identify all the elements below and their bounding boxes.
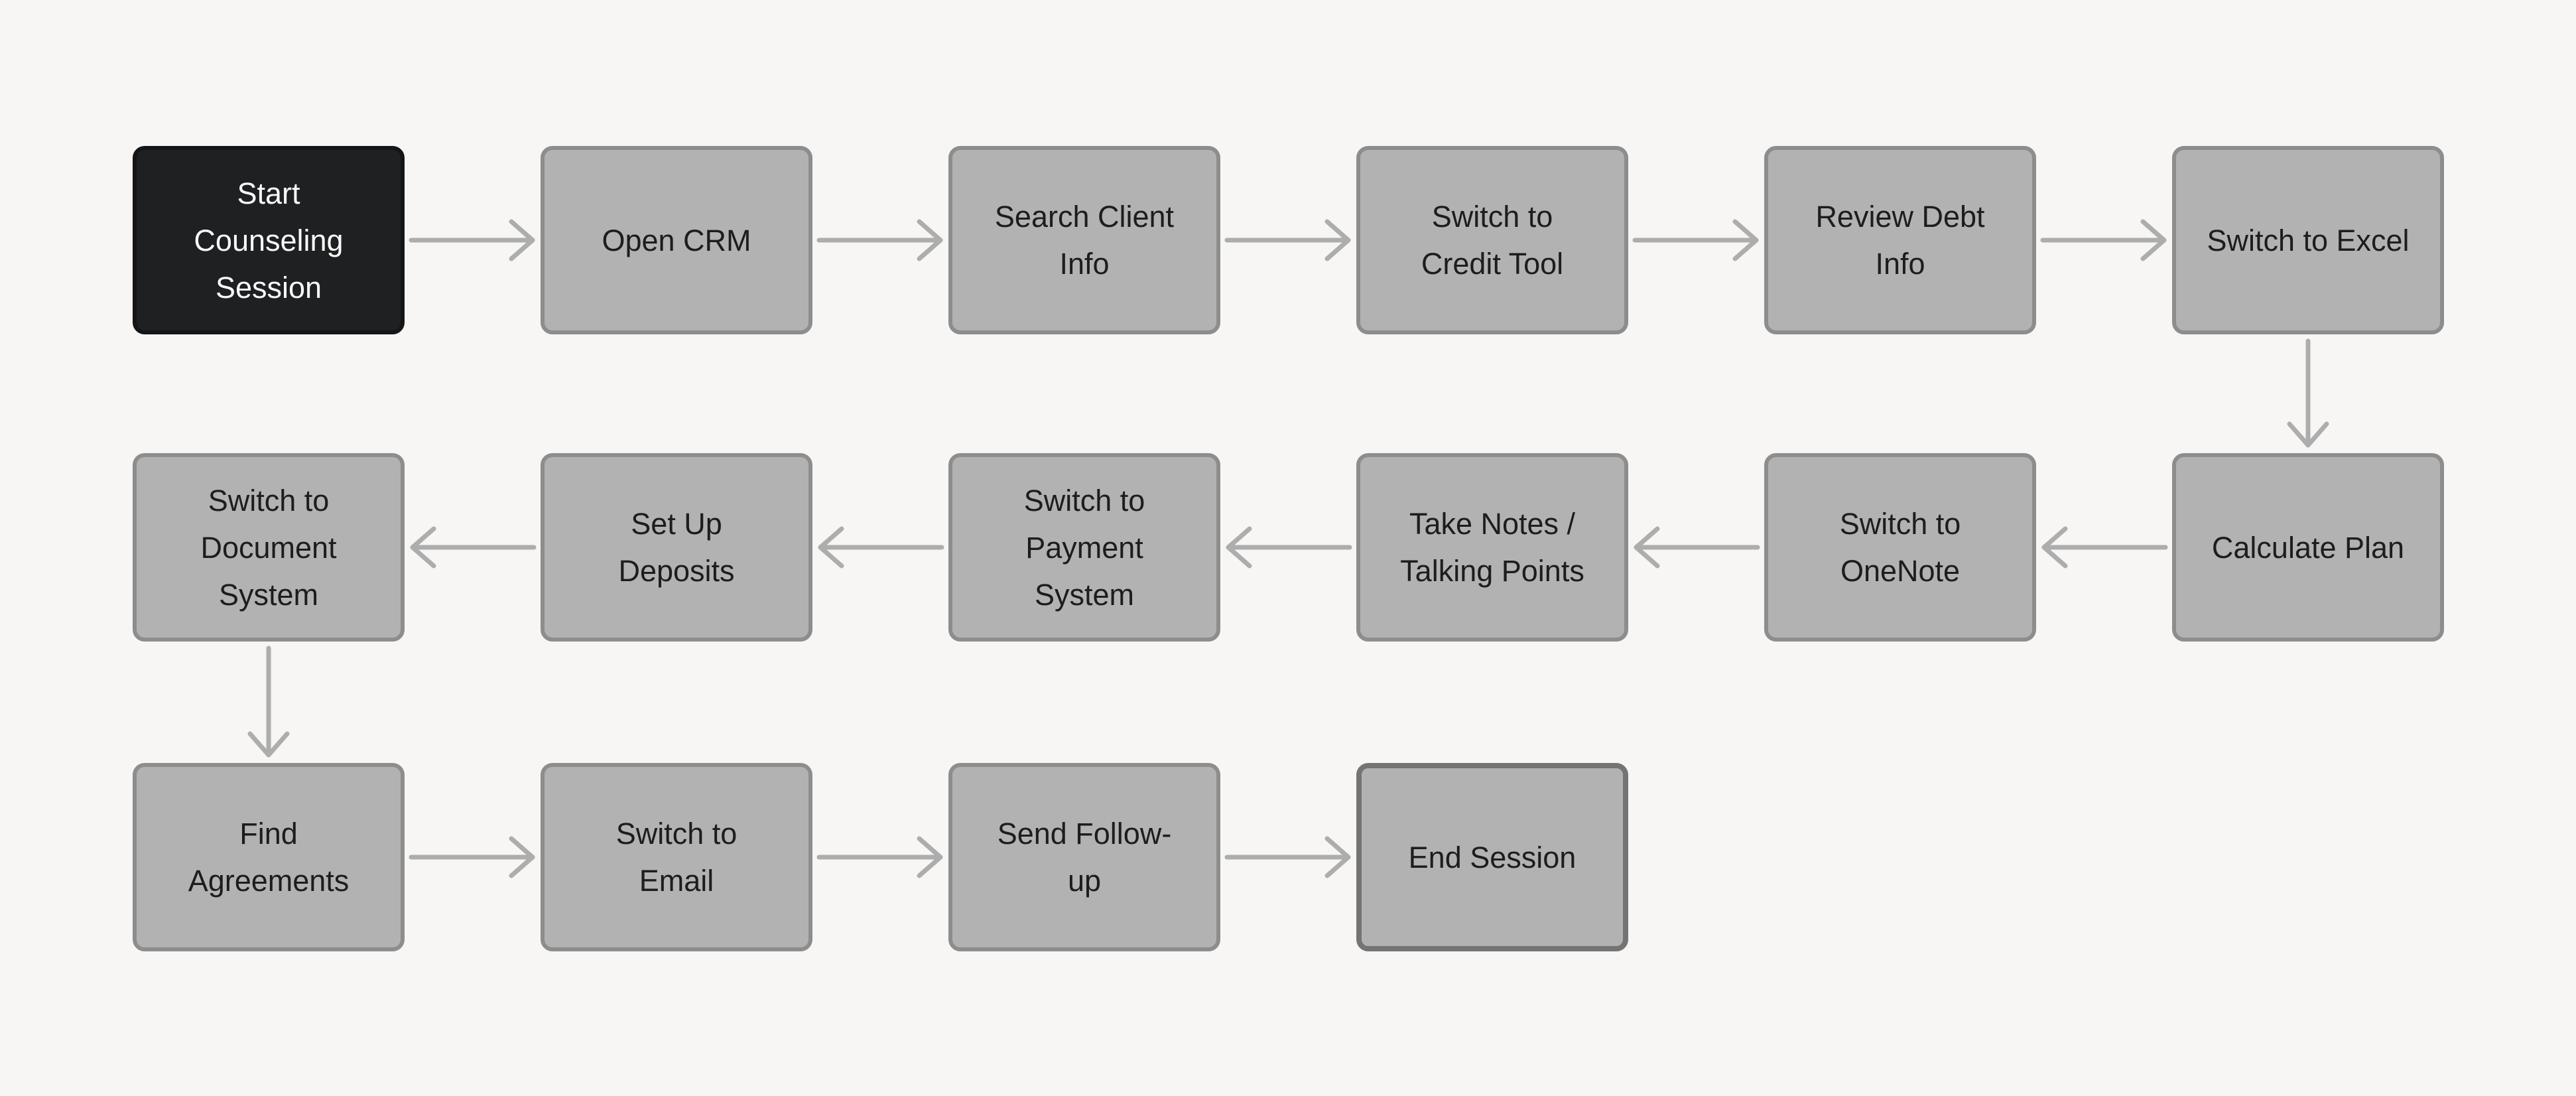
node-label: Switch to Payment System [1023, 483, 1145, 612]
node-label: Switch to Document System [200, 483, 337, 612]
arrow-review-debt-info-to-switch-to-excel [2040, 219, 2167, 261]
arrow-switch-to-document-system-to-find-agreements [247, 646, 290, 758]
node-label: Find Agreements [188, 817, 350, 898]
arrow-calculate-plan-to-switch-to-onenote [2041, 526, 2168, 569]
node-switch-to-email: Switch to Email [541, 763, 812, 951]
node-label: Calculate Plan [2211, 530, 2405, 565]
arrow-switch-to-payment-system-to-set-up-deposits [818, 526, 944, 569]
node-label: Open CRM [602, 223, 751, 257]
node-label: Set Up Deposits [618, 507, 735, 588]
node-take-notes-talking-points: Take Notes / Talking Points [1356, 453, 1628, 642]
node-label: Start Counseling Session [194, 176, 344, 305]
node-label: Send Follow-up [997, 817, 1172, 898]
arrow-open-crm-to-search-client-info [816, 219, 943, 261]
node-start-counseling-session: Start Counseling Session [133, 146, 405, 334]
node-find-agreements: Find Agreements [133, 763, 405, 951]
arrow-start-counseling-session-to-open-crm [409, 219, 535, 261]
node-switch-to-document-system: Switch to Document System [133, 453, 405, 642]
arrow-search-client-info-to-switch-to-credit-tool [1224, 219, 1351, 261]
node-label: Switch to Excel [2207, 223, 2410, 257]
node-switch-to-excel: Switch to Excel [2172, 146, 2444, 334]
node-switch-to-onenote: Switch to OneNote [1764, 453, 2036, 642]
node-label: Switch to Credit Tool [1421, 200, 1564, 281]
node-open-crm: Open CRM [541, 146, 812, 334]
arrow-take-notes-talking-points-to-switch-to-payment-system [1226, 526, 1352, 569]
node-send-follow-up: Send Follow-up [948, 763, 1220, 951]
arrow-switch-to-credit-tool-to-review-debt-info [1632, 219, 1759, 261]
arrow-switch-to-email-to-send-follow-up [816, 836, 943, 878]
node-label: Review Debt Info [1815, 200, 1985, 281]
node-switch-to-payment-system: Switch to Payment System [948, 453, 1220, 642]
node-label: Search Client Info [994, 200, 1175, 281]
node-calculate-plan: Calculate Plan [2172, 453, 2444, 642]
node-label: Take Notes / Talking Points [1400, 507, 1584, 588]
node-review-debt-info: Review Debt Info [1764, 146, 2036, 334]
arrow-switch-to-excel-to-calculate-plan [2287, 338, 2329, 448]
node-label: Switch to OneNote [1839, 507, 1961, 588]
node-search-client-info: Search Client Info [948, 146, 1220, 334]
node-label: Switch to Email [615, 817, 738, 898]
arrow-switch-to-onenote-to-take-notes-talking-points [1634, 526, 1760, 569]
arrow-send-follow-up-to-end-session [1224, 836, 1351, 878]
node-label: End Session [1408, 840, 1577, 874]
arrow-find-agreements-to-switch-to-email [409, 836, 535, 878]
arrow-set-up-deposits-to-switch-to-document-system [410, 526, 537, 569]
node-switch-to-credit-tool: Switch to Credit Tool [1356, 146, 1628, 334]
node-end-session: End Session [1356, 763, 1628, 951]
node-set-up-deposits: Set Up Deposits [541, 453, 812, 642]
